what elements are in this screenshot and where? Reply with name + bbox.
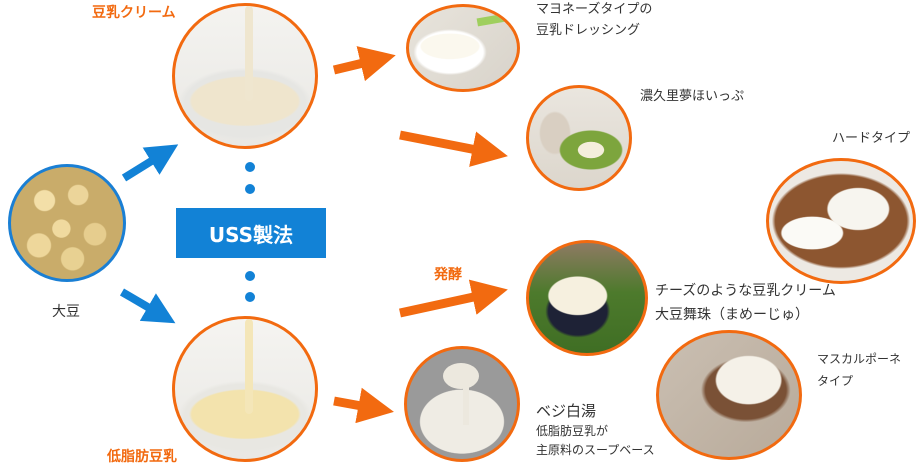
flow-dot — [245, 292, 255, 302]
low-fat-soymilk-label: 低脂肪豆乳 — [107, 449, 177, 465]
cheese-like-cream-label: チーズのような豆乳クリーム 大豆舞珠（まめーじゅ） — [655, 279, 836, 327]
hard-type-image — [766, 158, 916, 284]
orange-arrow-to-whip — [399, 130, 508, 167]
mascarpone-label-line-2: タイプ — [817, 374, 854, 388]
cheese-like-cream-label-line-1: チーズのような豆乳クリーム — [655, 283, 836, 299]
veggie-broth-title: ベジ白湯 — [536, 402, 597, 420]
uss-process-box: USS製法 — [176, 208, 326, 258]
flow-dot — [245, 162, 255, 172]
dressing-label-line-2: 豆乳ドレッシング — [536, 23, 641, 38]
blue-arrow-to-cream — [121, 144, 179, 182]
dressing-image — [406, 4, 520, 92]
flow-dot — [245, 184, 255, 194]
veggie-broth-image — [404, 346, 520, 462]
mascarpone-label: マスカルポーネ タイプ — [817, 348, 901, 392]
veggie-broth-desc-line-2: 主原料のスープベース — [536, 443, 655, 457]
orange-arrow-to-cheese-cream — [399, 279, 508, 318]
whip-image — [526, 85, 632, 191]
dressing-label: マヨネーズタイプの 豆乳ドレッシング — [536, 0, 652, 41]
cheese-like-cream-image — [526, 240, 648, 356]
veggie-broth-desc-line-1: 低脂肪豆乳が — [536, 424, 609, 438]
soybean-label: 大豆 — [52, 304, 80, 320]
blue-arrow-to-lowfat — [119, 288, 176, 324]
soy-cream-image — [172, 3, 318, 149]
hard-type-label: ハードタイプ — [832, 131, 911, 146]
orange-arrow-to-dressing — [332, 46, 396, 82]
mascarpone-label-line-1: マスカルポーネ — [817, 352, 902, 366]
soy-cream-label: 豆乳クリーム — [92, 5, 176, 21]
flow-dot — [245, 271, 255, 281]
orange-arrow-to-broth — [333, 387, 394, 424]
mascarpone-image — [656, 330, 802, 460]
fermentation-label: 発酵 — [434, 267, 462, 283]
veggie-broth-label: ベジ白湯 低脂肪豆乳が 主原料のスープベース — [536, 400, 655, 460]
low-fat-soymilk-image — [172, 316, 318, 462]
soybean-image — [8, 164, 126, 282]
cheese-like-cream-label-line-2: 大豆舞珠（まめーじゅ） — [655, 307, 809, 323]
dressing-label-line-1: マヨネーズタイプの — [536, 2, 653, 17]
uss-process-label: USS製法 — [208, 222, 294, 247]
whip-label: 濃久里夢ほいっぷ — [640, 89, 745, 104]
